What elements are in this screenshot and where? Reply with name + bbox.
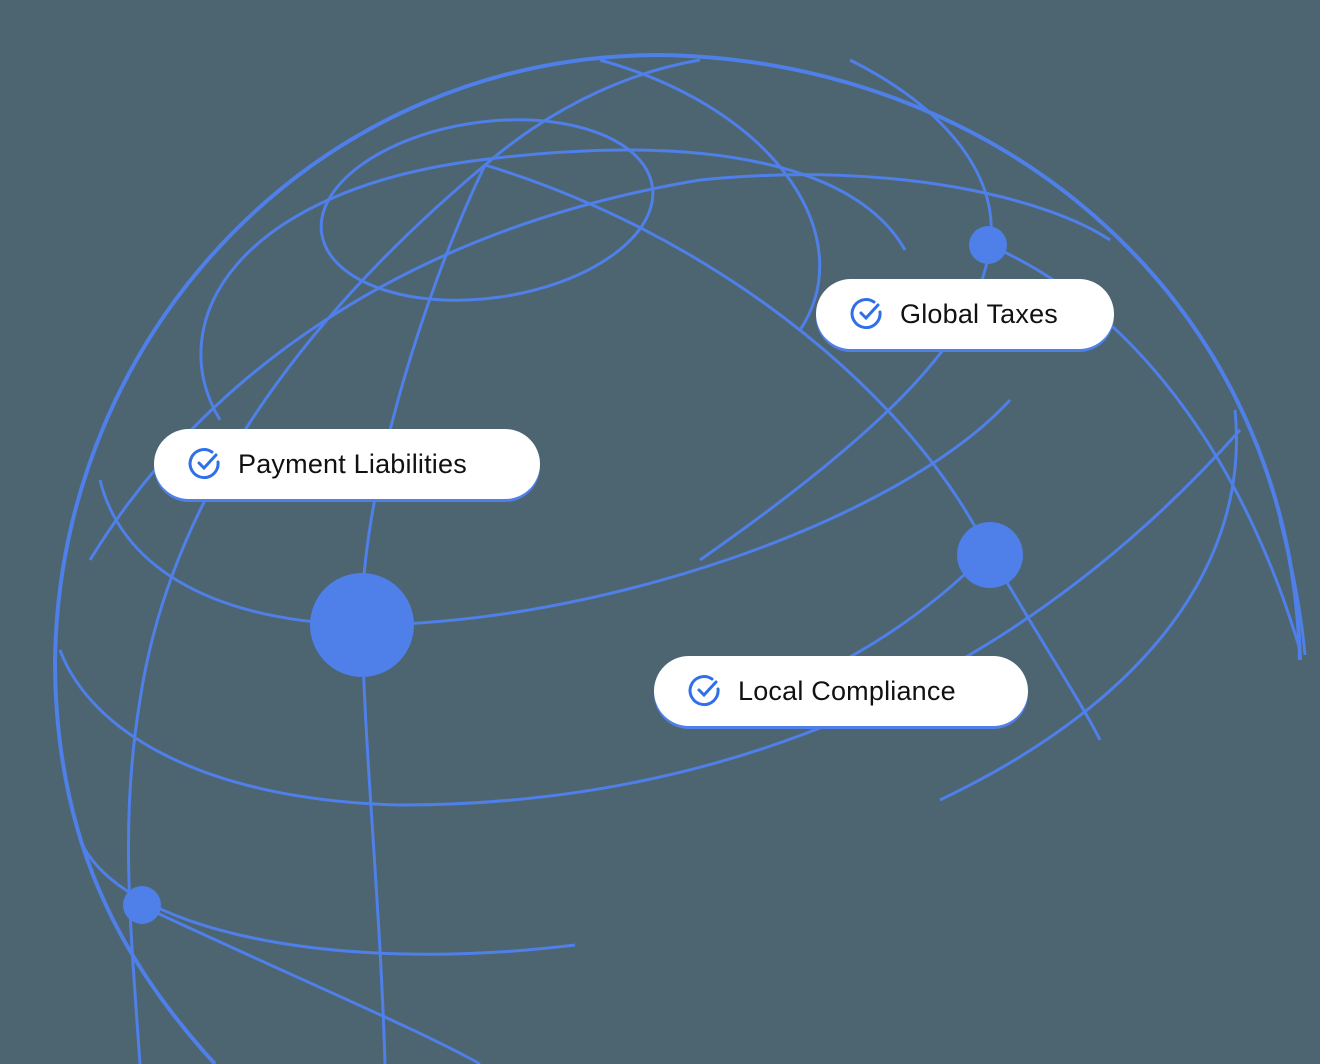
label-text: Payment Liabilities bbox=[238, 448, 467, 479]
label-global-taxes: Global Taxes bbox=[816, 279, 1114, 349]
label-text: Global Taxes bbox=[900, 298, 1058, 329]
label-text: Local Compliance bbox=[738, 675, 956, 706]
label-payment-liabilities: Payment Liabilities bbox=[154, 429, 540, 499]
check-circle-icon bbox=[850, 298, 882, 330]
check-circle-icon bbox=[188, 448, 220, 480]
check-circle-icon bbox=[688, 675, 720, 707]
label-local-compliance: Local Compliance bbox=[654, 656, 1028, 726]
